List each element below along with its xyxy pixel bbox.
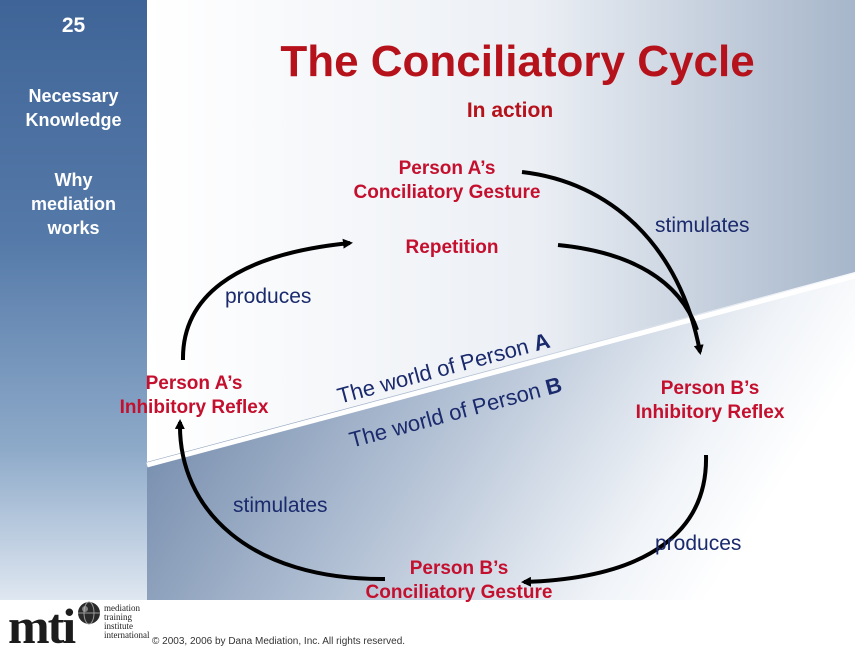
edge-label-produces-top: produces [225,285,312,308]
sidebar-subtopic-line: mediation [30,194,116,214]
sidebar-subtopic-line: Why [54,170,93,190]
slide-number: 25 [61,14,86,37]
world-divider-line [146,273,855,468]
arrow-b-gesture-to-a-reflex [174,419,386,582]
slide-title: The Conciliatory Cycle [280,37,755,86]
sidebar-subtopic: Why mediation works [0,168,147,240]
arrow-a-reflex-to-repetition [180,238,353,361]
sidebar-topic: Necessary Knowledge [0,84,147,132]
node-line: Person B’s [409,558,509,579]
node-line: Person B’s [660,378,760,399]
bottom-band [147,272,855,600]
node-b-inhibitory-reflex: Person B’s Inhibitory Reflex [620,377,800,425]
node-b-conciliatory-gesture: Person B’s Conciliatory Gesture [350,557,568,605]
logo-word: international [104,630,150,640]
logo-words: mediation training institute internation… [104,604,149,640]
node-line: Conciliatory Gesture [365,582,553,603]
globe-icon [78,601,100,625]
sidebar-subtopic-line: works [47,218,100,238]
top-band [147,0,855,462]
node-line: Person A’s [398,158,496,179]
node-repetition: Repetition [405,237,499,258]
logo-mark: mti [8,598,76,654]
node-line: Inhibitory Reflex [635,402,785,423]
node-line: Person A’s [145,373,243,394]
slide-subtitle: In action [466,99,554,122]
edge-label-stimulates-top: stimulates [655,214,750,237]
arrow-repetition-to-b-reflex [557,243,699,331]
arrow-b-reflex-to-b-gesture [521,454,709,587]
node-line: Conciliatory Gesture [353,182,541,203]
node-a-conciliatory-gesture: Person A’s Conciliatory Gesture [338,157,556,205]
edge-label-produces-bottom: produces [655,532,742,555]
node-line: Inhibitory Reflex [119,397,269,418]
logo-word: institute [104,621,133,631]
edge-label-stimulates-bottom: stimulates [233,494,328,517]
sidebar-topic-line: Necessary [28,86,119,106]
sidebar-topic-line: Knowledge [25,110,122,130]
copyright-footer: © 2003, 2006 by Dana Mediation, Inc. All… [152,636,406,647]
logo-word: mediation [104,603,140,613]
node-a-inhibitory-reflex: Person A’s Inhibitory Reflex [104,372,284,420]
sidebar [0,0,147,600]
mti-logo: mti mediation training institute interna… [8,598,150,654]
logo-word: training [104,612,132,622]
